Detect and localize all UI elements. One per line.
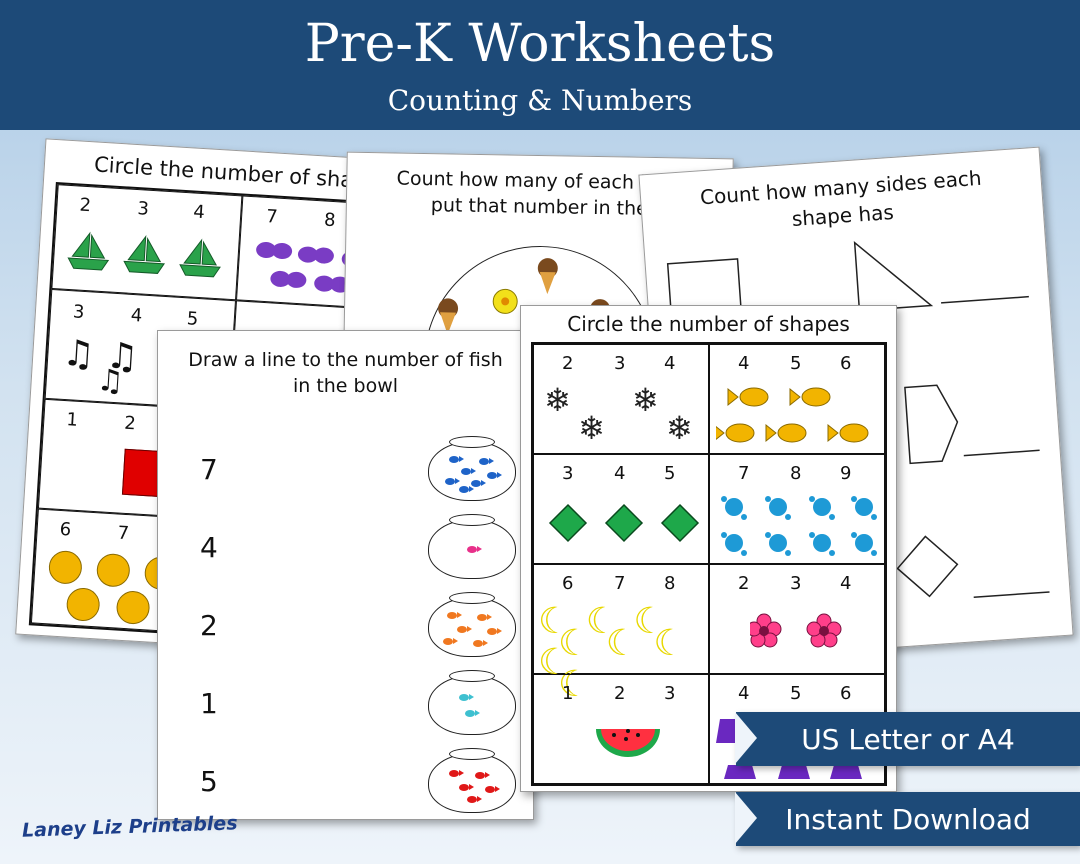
number-option: 7 [738,463,750,484]
worksheet-grid: 2 3 4 ❄ ❄ ❄ ❄ 4 5 6 3 4 [531,342,887,786]
number-label: 1 [200,687,218,720]
worksheet-circle-shapes-front: Circle the number of shapes 2 3 4 ❄ ❄ ❄ … [520,305,897,792]
number-option: 7 [116,522,130,545]
format-banner: US Letter or A4 [735,712,1080,766]
header-banner: Pre-K Worksheets Counting & Numbers [0,0,1080,130]
grid-cell: 3 4 5 [533,454,709,564]
worksheet-fish-bowls: Draw a line to the number of fish in the… [157,330,534,820]
number-option: 3 [614,353,626,374]
number-option: 2 [614,683,626,704]
number-option: 5 [790,353,802,374]
grid-cell: 2 3 4 ❄ ❄ ❄ ❄ [533,344,709,454]
number-option: 3 [664,683,676,704]
number-option: 5 [186,308,199,330]
number-label: 5 [200,765,218,798]
number-option: 4 [130,304,143,327]
grid-cell: 4 5 6 [709,674,885,784]
green-diamond-icon [548,503,700,543]
snowflake-icon: ❄ ❄ [578,409,693,447]
page-subtitle: Counting & Numbers [387,84,693,117]
number-option: 7 [614,573,626,594]
grid-cell: 4 5 6 [709,344,885,454]
number-option: 2 [78,194,92,217]
number-option: 4 [738,683,750,704]
number-option: 5 [664,463,676,484]
number-option: 8 [323,209,337,232]
fish-bowl [428,514,516,579]
triangle-shape [853,241,934,312]
page-title: Pre-K Worksheets [304,14,776,74]
pentagon-shape [904,384,959,465]
number-option: 9 [840,463,852,484]
number-option: 6 [59,518,72,541]
grid-cell: 7 8 9 [709,454,885,564]
sailboat-icon [67,231,221,278]
download-banner: Instant Download [735,792,1080,846]
number-option: 2 [738,573,750,594]
number-option: 3 [72,301,86,324]
goldfish-icon [716,387,869,443]
number-label: 2 [200,609,218,642]
splat-icon [721,496,877,556]
number-option: 8 [664,573,676,594]
crescent-moon-icon: ☾ ☾ ☾ ☾ [538,601,668,683]
fish-bowl [428,436,516,501]
fish-bowl [428,748,516,813]
music-note-icon: ♫ [95,362,125,400]
diamond-shape [896,535,959,598]
grid-cell: 6 7 8 ☾ ☾ ☾ ☾ ☾ ☾ ☾ ☾ [533,564,709,705]
crescent-moon-icon: ☾ ☾ ☾ ☾ [558,623,688,705]
fish-bowl [428,670,516,735]
number-option: 4 [192,201,206,224]
number-option: 3 [790,573,802,594]
number-option: 5 [790,683,802,704]
number-option: 4 [614,463,626,484]
flower-icon [750,613,842,648]
number-option: 8 [790,463,802,484]
number-option: 1 [65,409,79,431]
grid-cell: 2 3 4 [51,184,243,301]
format-banner-text: US Letter or A4 [801,722,1015,756]
number-option: 4 [664,353,676,374]
worksheet-title-line2: in the bowl [292,375,399,397]
worksheet-title-line1: Draw a line to the number of fish [188,349,503,371]
number-option: 3 [136,198,150,220]
number-label: 4 [200,531,218,564]
watermelon-icon [596,729,660,757]
number-option: 4 [738,353,750,374]
grid-cell: 1 2 3 [533,674,709,784]
number-option: 7 [265,205,279,228]
fish-bowl [428,592,516,657]
download-banner-text: Instant Download [785,802,1031,836]
number-option: 3 [562,463,574,484]
number-label: 7 [200,453,218,486]
worksheet-title: Circle the number of shapes [567,312,850,336]
number-option: 4 [840,573,852,594]
number-option: 2 [123,412,137,435]
number-option: 6 [840,683,852,704]
number-option: 1 [562,683,574,704]
snowflake-icon: ❄ ❄ [544,381,659,419]
brand-logo-text: Laney Liz Printables [21,812,238,842]
number-option: 6 [840,353,852,374]
grid-cell: 2 3 4 [709,564,885,674]
number-option: 6 [562,573,574,594]
number-option: 2 [562,353,574,374]
